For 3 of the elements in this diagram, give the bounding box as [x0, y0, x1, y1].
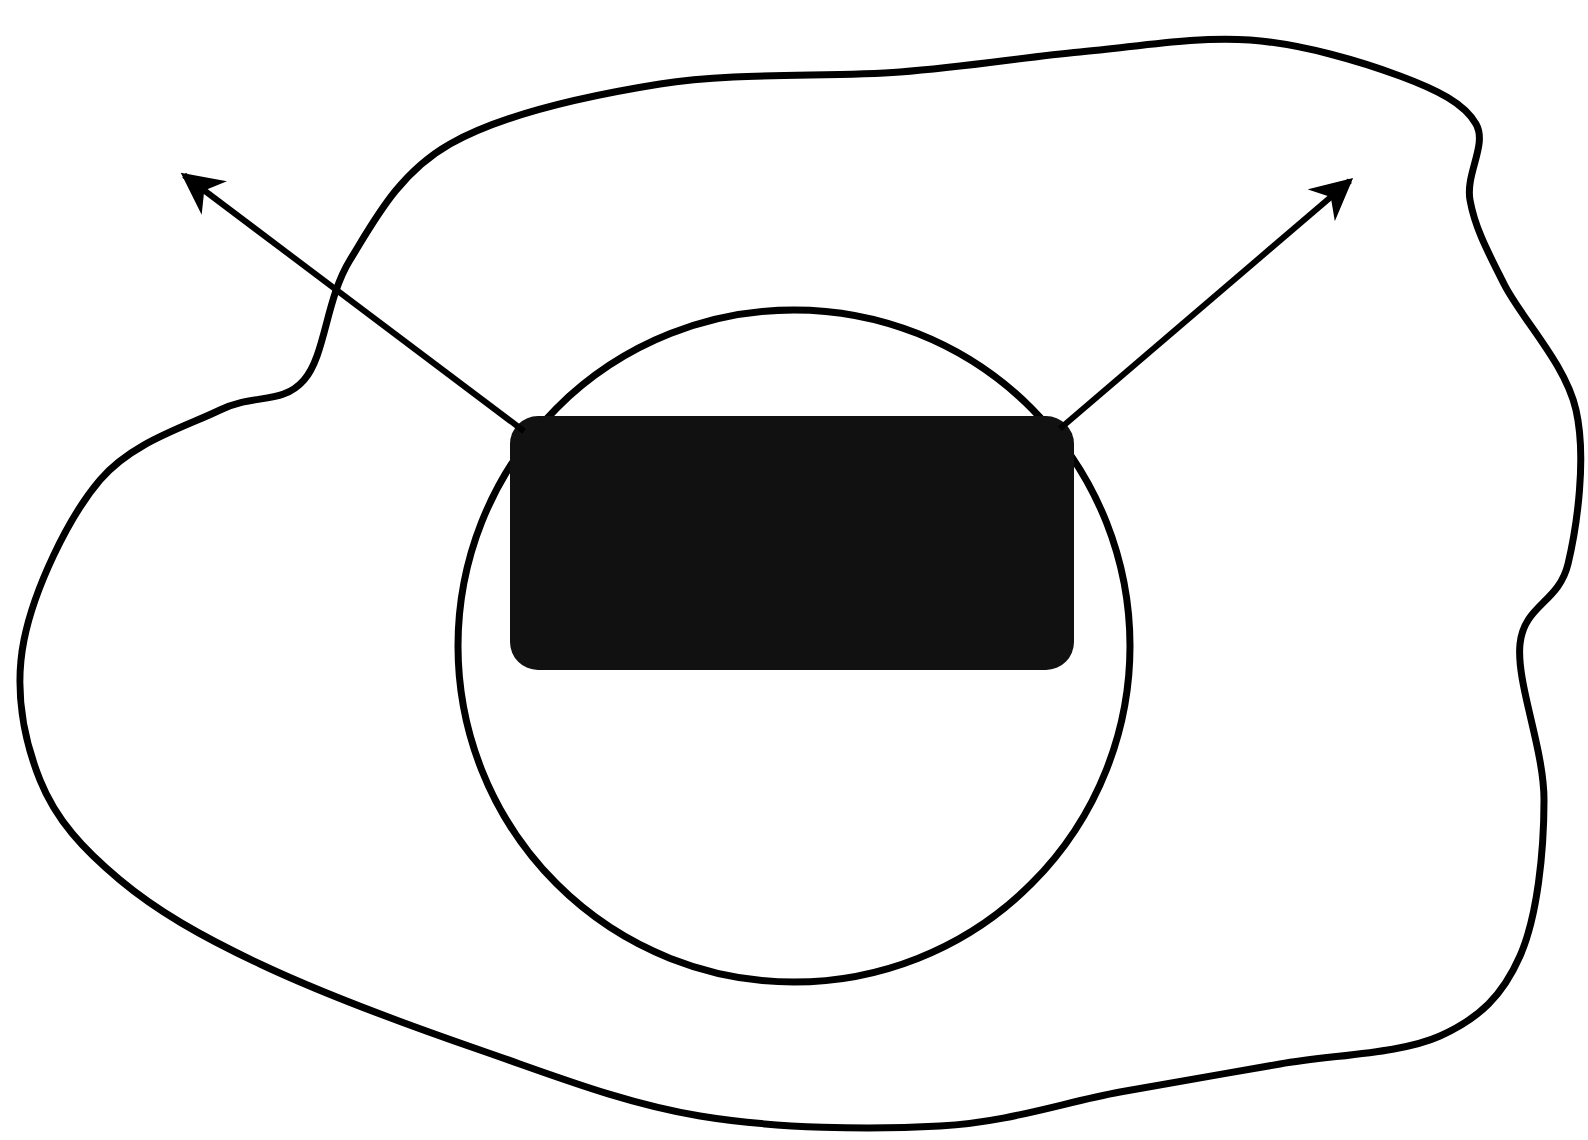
- arrow: [1057, 177, 1354, 431]
- arrow: [180, 172, 526, 434]
- filled-block: [510, 416, 1074, 670]
